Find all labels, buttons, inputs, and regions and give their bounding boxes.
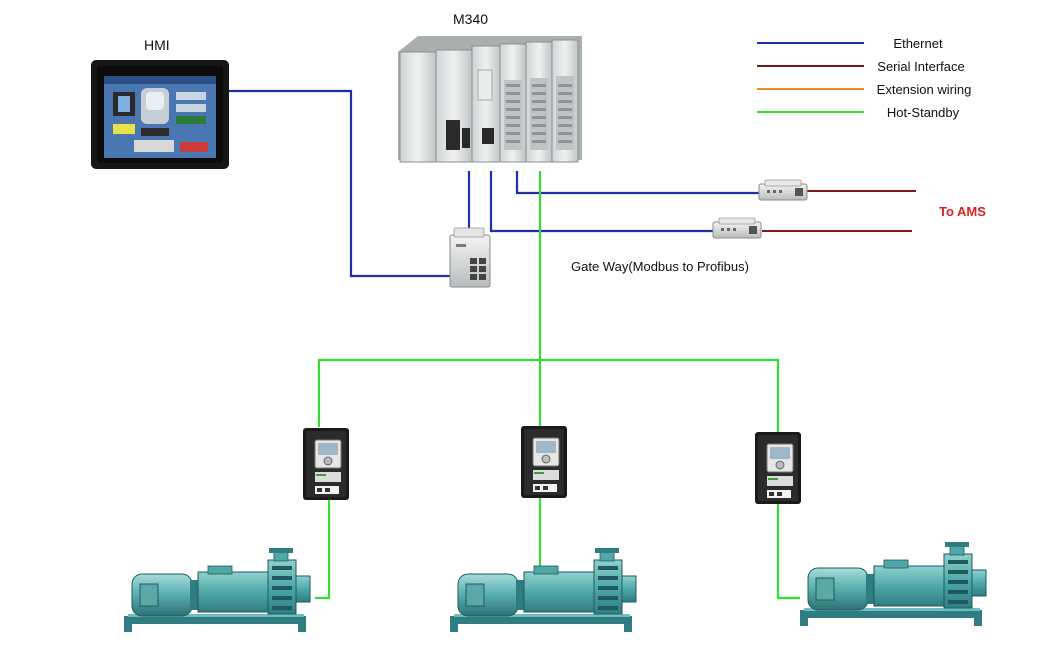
plc-label: M340 — [453, 11, 488, 27]
legend-label-ethernet: Ethernet — [893, 36, 943, 51]
hot-standby-pump-3 — [776, 503, 800, 600]
hot-standby-pump-1 — [315, 500, 331, 600]
variable-speed-drive-icon — [754, 431, 802, 505]
hmi-panel-icon — [91, 60, 229, 169]
gateway-module-icon — [758, 179, 808, 201]
legend-label-extension: Extension wiring — [877, 82, 972, 97]
ethernet-line-plc-gateway — [489, 171, 713, 233]
motor-pump-icon — [449, 547, 637, 633]
ethernet-switch-icon — [449, 227, 491, 288]
variable-speed-drive-icon — [302, 427, 350, 501]
legend-label-hot-standby: Hot-Standby — [887, 105, 960, 120]
legend-label-serial: Serial Interface — [877, 59, 964, 74]
ethernet-line-hmi-switch — [229, 89, 450, 278]
motor-pump-icon — [123, 547, 311, 633]
gateway-module-icon — [712, 217, 762, 239]
legend: Ethernet Serial Interface Extension wiri… — [757, 36, 971, 120]
variable-speed-drive-icon — [520, 425, 568, 499]
to-ams-label: To AMS — [939, 204, 986, 219]
gateway-label: Gate Way(Modbus to Profibus) — [571, 259, 749, 274]
plc-rack-icon — [398, 36, 582, 163]
ethernet-line-plc-module — [515, 171, 759, 195]
motor-pump-icon — [799, 541, 987, 627]
hot-standby-bus — [317, 358, 780, 433]
hmi-label: HMI — [144, 37, 170, 53]
